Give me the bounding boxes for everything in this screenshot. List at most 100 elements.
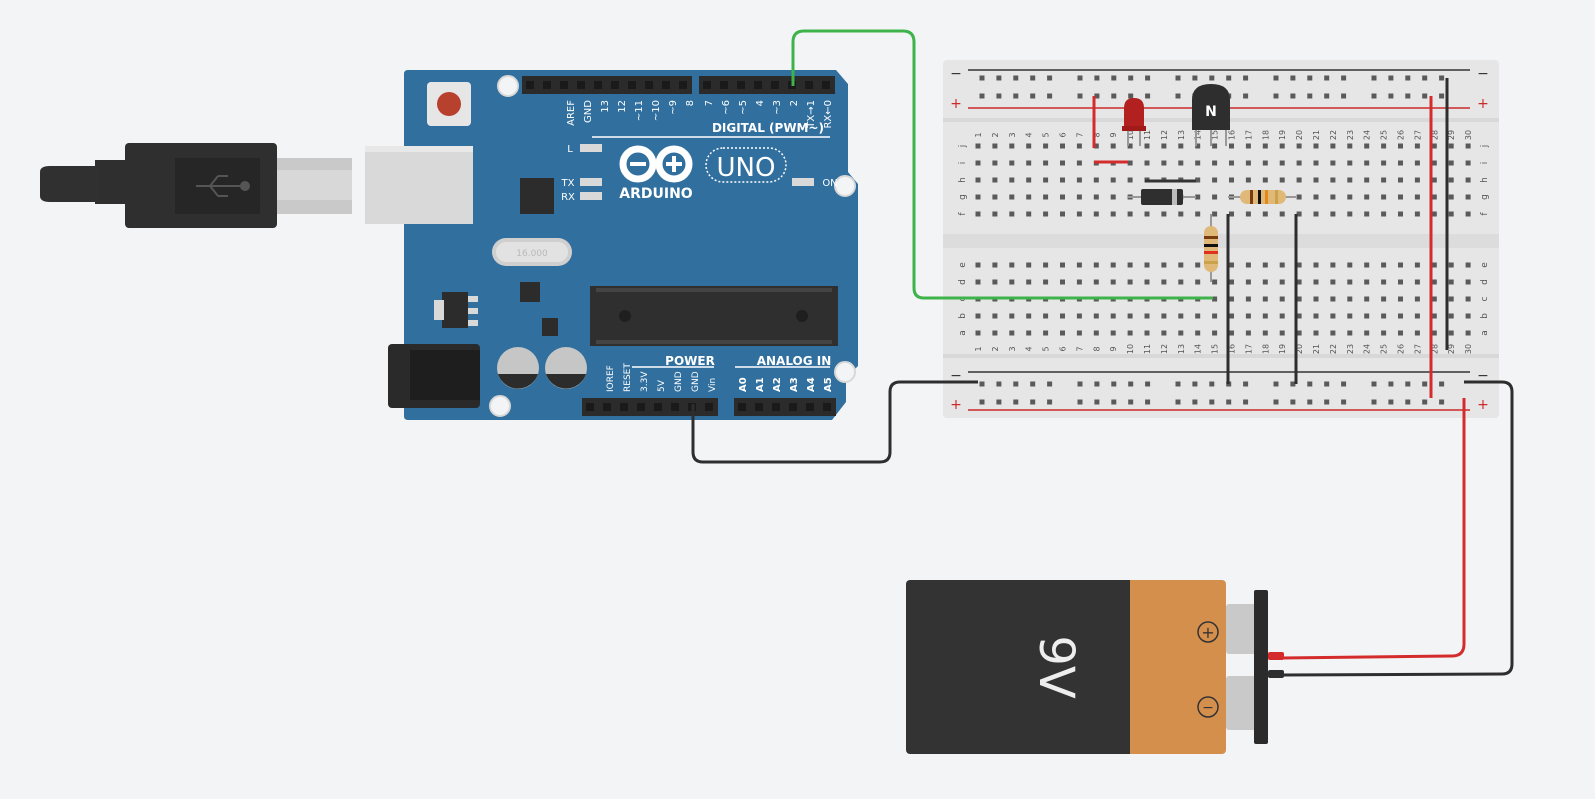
breadboard-hole[interactable] — [1262, 296, 1268, 302]
breadboard-hole[interactable] — [1111, 93, 1117, 99]
breadboard-hole[interactable] — [1212, 143, 1218, 149]
breadboard-hole[interactable] — [1296, 160, 1302, 166]
breadboard-hole[interactable] — [1043, 211, 1049, 217]
breadboard-hole[interactable] — [1094, 381, 1100, 387]
breadboard-hole[interactable] — [1195, 262, 1201, 268]
breadboard-hole[interactable] — [1290, 93, 1296, 99]
breadboard-hole[interactable] — [1371, 93, 1377, 99]
breadboard-hole[interactable] — [1076, 177, 1082, 183]
breadboard-hole[interactable] — [1226, 75, 1232, 81]
breadboard-hole[interactable] — [1229, 177, 1234, 183]
breadboard-hole[interactable] — [1127, 177, 1133, 183]
breadboard-hole[interactable] — [1243, 93, 1249, 99]
breadboard-hole[interactable] — [1043, 177, 1049, 183]
breadboard-hole[interactable] — [1273, 93, 1279, 99]
breadboard-hole[interactable] — [992, 177, 998, 183]
breadboard-hole[interactable] — [1245, 143, 1251, 149]
breadboard-hole[interactable] — [1364, 143, 1370, 149]
breadboard-hole[interactable] — [1175, 75, 1181, 81]
breadboard-hole[interactable] — [1381, 330, 1387, 336]
breadboard-hole[interactable] — [1127, 143, 1133, 149]
breadboard-hole[interactable] — [1009, 313, 1015, 319]
breadboard-hole[interactable] — [979, 399, 985, 405]
digital-header-left[interactable] — [522, 76, 692, 94]
breadboard-hole[interactable] — [1178, 330, 1184, 336]
breadboard-hole[interactable] — [1307, 399, 1313, 405]
breadboard-hole[interactable] — [1209, 75, 1215, 81]
breadboard-hole[interactable] — [1128, 399, 1134, 405]
breadboard-hole[interactable] — [1313, 160, 1319, 166]
breadboard-hole[interactable] — [996, 381, 1002, 387]
analog-header[interactable] — [734, 398, 836, 416]
breadboard-hole[interactable] — [1465, 143, 1471, 149]
breadboard-hole[interactable] — [1290, 381, 1296, 387]
breadboard-hole[interactable] — [1405, 381, 1411, 387]
breadboard-hole[interactable] — [1161, 143, 1167, 149]
header-pin[interactable] — [543, 81, 551, 89]
breadboard-hole[interactable] — [1296, 194, 1302, 200]
breadboard-hole[interactable] — [1465, 262, 1471, 268]
breadboard-hole[interactable] — [1414, 194, 1420, 200]
breadboard-hole[interactable] — [1229, 313, 1234, 319]
breadboard-hole[interactable] — [1175, 381, 1181, 387]
breadboard-hole[interactable] — [1060, 160, 1065, 166]
breadboard-hole[interactable] — [1175, 93, 1181, 99]
breadboard-hole[interactable] — [1279, 262, 1285, 268]
breadboard-hole[interactable] — [1422, 399, 1428, 405]
breadboard-hole[interactable] — [992, 194, 998, 200]
breadboard-hole[interactable] — [1009, 330, 1015, 336]
breadboard-hole[interactable] — [1047, 93, 1053, 99]
breadboard-hole[interactable] — [1093, 143, 1099, 149]
breadboard-hole[interactable] — [1364, 262, 1370, 268]
breadboard-hole[interactable] — [1229, 160, 1234, 166]
breadboard-hole[interactable] — [996, 399, 1002, 405]
header-pin[interactable] — [671, 403, 679, 411]
breadboard-hole[interactable] — [1127, 262, 1133, 268]
breadboard-hole[interactable] — [1026, 279, 1032, 285]
breadboard-hole[interactable] — [1043, 160, 1049, 166]
header-pin[interactable] — [577, 81, 585, 89]
breadboard-hole[interactable] — [1431, 143, 1437, 149]
breadboard-hole[interactable] — [979, 381, 985, 387]
breadboard-hole[interactable] — [975, 143, 981, 149]
breadboard-hole[interactable] — [1243, 75, 1249, 81]
breadboard-hole[interactable] — [975, 177, 981, 183]
breadboard-hole[interactable] — [1262, 143, 1268, 149]
breadboard-hole[interactable] — [1347, 330, 1353, 336]
breadboard-hole[interactable] — [1381, 313, 1387, 319]
breadboard-hole[interactable] — [1422, 75, 1428, 81]
breadboard-hole[interactable] — [1448, 143, 1454, 149]
breadboard-hole[interactable] — [1026, 313, 1032, 319]
breadboard-hole[interactable] — [1212, 177, 1218, 183]
breadboard-hole[interactable] — [1414, 211, 1420, 217]
breadboard-hole[interactable] — [1077, 93, 1083, 99]
breadboard-hole[interactable] — [1195, 160, 1201, 166]
breadboard-hole[interactable] — [1414, 330, 1420, 336]
black-wire-battery[interactable] — [1281, 380, 1514, 677]
header-pin[interactable] — [594, 81, 602, 89]
breadboard-hole[interactable] — [1347, 296, 1353, 302]
breadboard-hole[interactable] — [1324, 75, 1330, 81]
breadboard-hole[interactable] — [1330, 262, 1336, 268]
header-pin[interactable] — [705, 403, 713, 411]
breadboard-hole[interactable] — [1347, 177, 1353, 183]
breadboard-hole[interactable] — [1093, 313, 1099, 319]
breadboard-hole[interactable] — [1110, 279, 1116, 285]
breadboard-hole[interactable] — [1313, 262, 1319, 268]
breadboard-hole[interactable] — [1009, 262, 1015, 268]
breadboard-hole[interactable] — [1229, 143, 1234, 149]
breadboard-hole[interactable] — [1398, 211, 1403, 217]
breadboard-hole[interactable] — [1262, 279, 1268, 285]
breadboard-hole[interactable] — [1330, 279, 1336, 285]
breadboard-hole[interactable] — [1013, 381, 1019, 387]
breadboard-hole[interactable] — [1026, 262, 1032, 268]
breadboard-hole[interactable] — [1030, 399, 1036, 405]
black-wire-gnd[interactable] — [691, 380, 978, 464]
breadboard-hole[interactable] — [1381, 211, 1387, 217]
header-pin[interactable] — [771, 81, 779, 89]
breadboard-hole[interactable] — [1465, 296, 1471, 302]
breadboard-hole[interactable] — [1465, 177, 1471, 183]
breadboard-hole[interactable] — [1226, 399, 1232, 405]
breadboard-hole[interactable] — [1296, 177, 1302, 183]
breadboard-hole[interactable] — [1313, 330, 1319, 336]
